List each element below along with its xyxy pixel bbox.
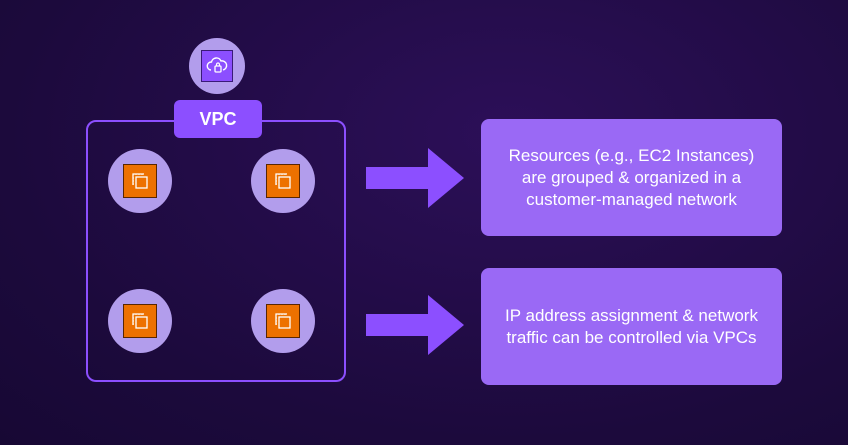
info-line: are grouped & organized in a [521, 167, 742, 187]
info-line: customer-managed network [526, 189, 737, 209]
ec2-instance-icon [123, 304, 157, 338]
info-box-resources: Resources (e.g., EC2 Instances) are grou… [481, 119, 782, 236]
ec2-instance-4 [251, 289, 315, 353]
vpc-icon-circle [189, 38, 245, 94]
ec2-instance-icon [266, 304, 300, 338]
vpc-cloud-lock-icon [201, 50, 233, 82]
ec2-instance-2 [251, 149, 315, 213]
ec2-instance-icon [123, 164, 157, 198]
vpc-label: VPC [174, 100, 262, 138]
arrow-right-icon [366, 295, 464, 355]
info-line: traffic can be controlled via VPCs [506, 327, 757, 347]
ec2-instance-3 [108, 289, 172, 353]
ec2-instance-1 [108, 149, 172, 213]
info-box-ip-traffic: IP address assignment & network traffic … [481, 268, 782, 385]
info-line: Resources (e.g., EC2 Instances) [508, 145, 755, 165]
ec2-instance-icon [266, 164, 300, 198]
info-line: IP address assignment & network [505, 305, 758, 325]
arrow-right-icon [366, 148, 464, 208]
